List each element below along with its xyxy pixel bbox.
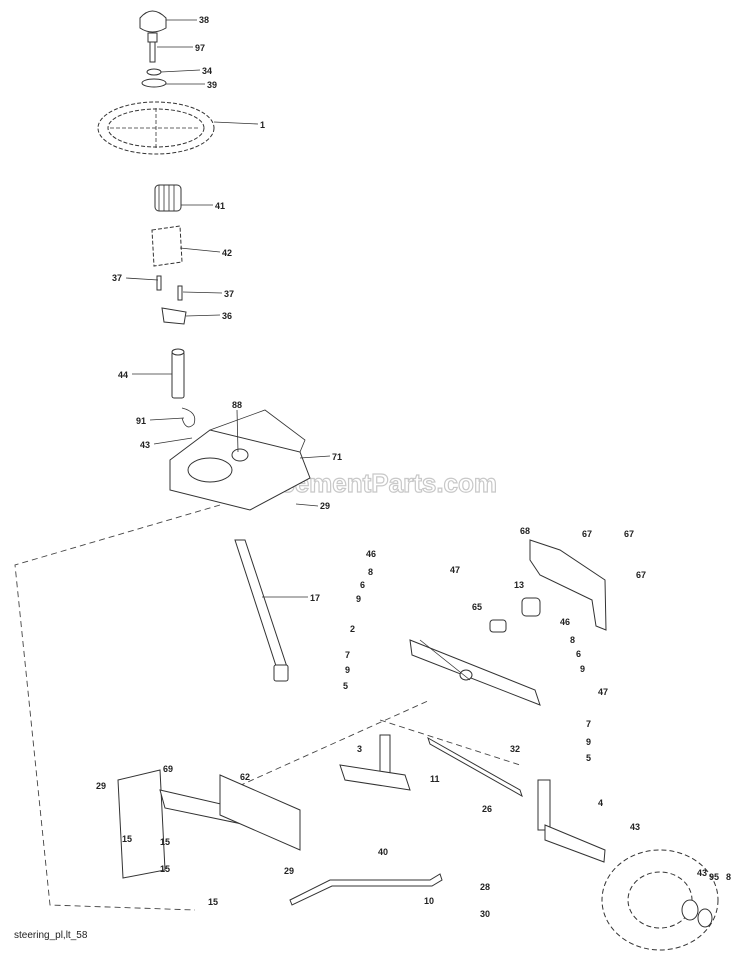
front-axle (409, 639, 541, 706)
steering-sleeve (151, 225, 183, 267)
left-spindle (339, 734, 411, 791)
callout-62: 62 (240, 772, 250, 782)
callout-8-left: 8 (368, 567, 373, 577)
callout-42: 42 (222, 248, 232, 258)
callout-3: 3 (357, 744, 362, 754)
callout-91: 91 (136, 416, 146, 426)
callout-9-right-lower: 9 (586, 737, 591, 747)
diagram-caption: steering_pl,lt_58 (14, 930, 88, 941)
tie-rod (289, 873, 443, 906)
callout-1: 1 (260, 120, 265, 130)
callout-8-wheel: 8 (726, 872, 731, 882)
callout-11: 11 (430, 774, 440, 784)
callout-7-left: 7 (345, 650, 350, 660)
callout-65: 65 (472, 602, 482, 612)
column-bracket (156, 275, 187, 325)
callout-37-right: 37 (224, 289, 234, 299)
callout-68-bracket: 68 (520, 526, 530, 536)
callout-30: 30 (480, 909, 490, 919)
callout-67-c: 67 (636, 570, 646, 580)
callout-15-d: 15 (208, 897, 218, 907)
axle-bushing (489, 597, 541, 633)
steering-support-plates (117, 769, 301, 879)
callout-9-left: 9 (356, 594, 361, 604)
callout-5-right: 5 (586, 753, 591, 763)
steering-wheel (97, 101, 215, 155)
callout-28: 28 (480, 882, 490, 892)
dashed-outline (14, 504, 521, 911)
steering-cap (139, 10, 167, 33)
callout-15-b: 15 (160, 837, 170, 847)
callout-32: 32 (510, 744, 520, 754)
callout-97: 97 (195, 43, 205, 53)
callout-46-left: 46 (366, 549, 376, 559)
callout-43-column: 43 (140, 440, 150, 450)
callout-67-b: 67 (624, 529, 634, 539)
front-wheel (601, 849, 719, 951)
callout-9-right: 9 (580, 664, 585, 674)
callout-6-right: 6 (576, 649, 581, 659)
callout-43-spindle: 43 (630, 822, 640, 832)
callout-5-left: 5 (343, 681, 348, 691)
callout-29-plate: 29 (96, 781, 106, 791)
callout-47-bottom: 47 (598, 687, 608, 697)
callout-34: 34 (202, 66, 212, 76)
callout-4: 4 (598, 798, 603, 808)
callout-37-left: 37 (112, 273, 122, 283)
callout-29-housing: 29 (320, 501, 330, 511)
right-spindle (537, 779, 606, 863)
callout-40: 40 (378, 847, 388, 857)
steering-shaft-lower (234, 539, 289, 682)
steering-adapter-spline (154, 184, 182, 212)
callout-69: 69 (163, 764, 173, 774)
callout-6-left: 6 (360, 580, 365, 590)
callout-47-top: 47 (450, 565, 460, 575)
callout-8-right: 8 (570, 635, 575, 645)
callout-71: 71 (332, 452, 342, 462)
callout-41: 41 (215, 201, 225, 211)
steering-shaft-upper (171, 348, 185, 399)
callout-labels: 38 97 34 39 1 41 42 37 37 36 44 91 88 43… (96, 15, 731, 919)
callout-7-right: 7 (586, 719, 591, 729)
callout-15-a: 15 (122, 834, 132, 844)
callout-15-c: 15 (160, 864, 170, 874)
callout-26: 26 (482, 804, 492, 814)
leader-lines (125, 19, 471, 681)
steering-gear-housing (169, 409, 311, 511)
axle-mount-bracket (529, 539, 607, 631)
callout-10: 10 (424, 896, 434, 906)
callout-9-left-lower: 9 (345, 665, 350, 675)
drag-link (427, 736, 523, 798)
right-washers (681, 899, 713, 928)
callout-17: 17 (310, 593, 320, 603)
callout-36: 36 (222, 311, 232, 321)
callout-46-right: 46 (560, 617, 570, 627)
callout-13: 13 (514, 580, 524, 590)
steering-bolt (147, 32, 158, 63)
callout-95: 95 (709, 872, 719, 882)
callout-39: 39 (207, 80, 217, 90)
callout-29-lower: 29 (284, 866, 294, 876)
callout-67-a: 67 (582, 529, 592, 539)
steering-spring-clip (181, 407, 196, 428)
callout-2: 2 (350, 624, 355, 634)
callout-88: 88 (232, 400, 242, 410)
callout-38: 38 (199, 15, 209, 25)
callout-44: 44 (118, 370, 128, 380)
callout-43-wheel: 43 (697, 868, 707, 878)
